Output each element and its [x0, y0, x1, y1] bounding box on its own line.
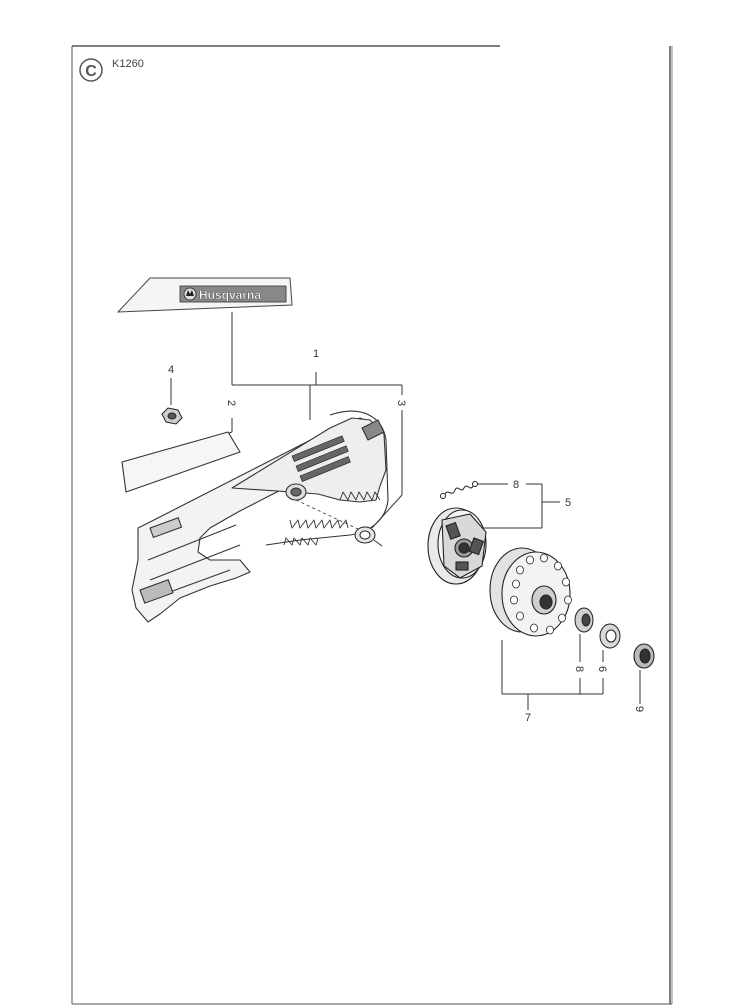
callout-1: 1	[313, 348, 319, 360]
nut-part	[161, 407, 183, 425]
spring-part	[440, 481, 478, 499]
page-frame	[71, 45, 673, 1005]
bearing-part-1	[574, 607, 594, 633]
brand-name: Husqvarna	[199, 288, 261, 302]
callout-5-leader	[478, 483, 560, 529]
callout-9a: 9	[633, 706, 645, 712]
clutch-part	[427, 507, 487, 585]
drum-holes	[510, 553, 572, 635]
lower-right-leaders	[501, 634, 641, 710]
callout-3: 3	[395, 400, 407, 406]
section-letter: C	[85, 63, 97, 80]
vent-grill	[291, 435, 351, 482]
callout-labels: 1 2 3 4 5 6 7 8 8 9	[168, 348, 645, 724]
callout-2: 2	[225, 400, 237, 406]
callout-4: 4	[168, 364, 174, 376]
callout-7: 7	[525, 712, 531, 724]
callout-6: 6	[596, 666, 608, 672]
seal-part	[633, 643, 655, 669]
decal-husqvarna: Husqvarna	[116, 277, 293, 313]
bearing-part-2	[599, 623, 621, 649]
husqvarna-crown-icon	[183, 287, 197, 301]
model-code: K1260	[112, 58, 144, 70]
guard-cover-assembly	[121, 410, 389, 623]
callout-8b: 8	[573, 666, 585, 672]
washer-part	[354, 526, 376, 544]
section-letter-badge: C	[79, 58, 103, 82]
callout-8a: 8	[513, 479, 519, 491]
callout-5: 5	[565, 497, 571, 509]
clutch-drum-part	[489, 547, 572, 637]
